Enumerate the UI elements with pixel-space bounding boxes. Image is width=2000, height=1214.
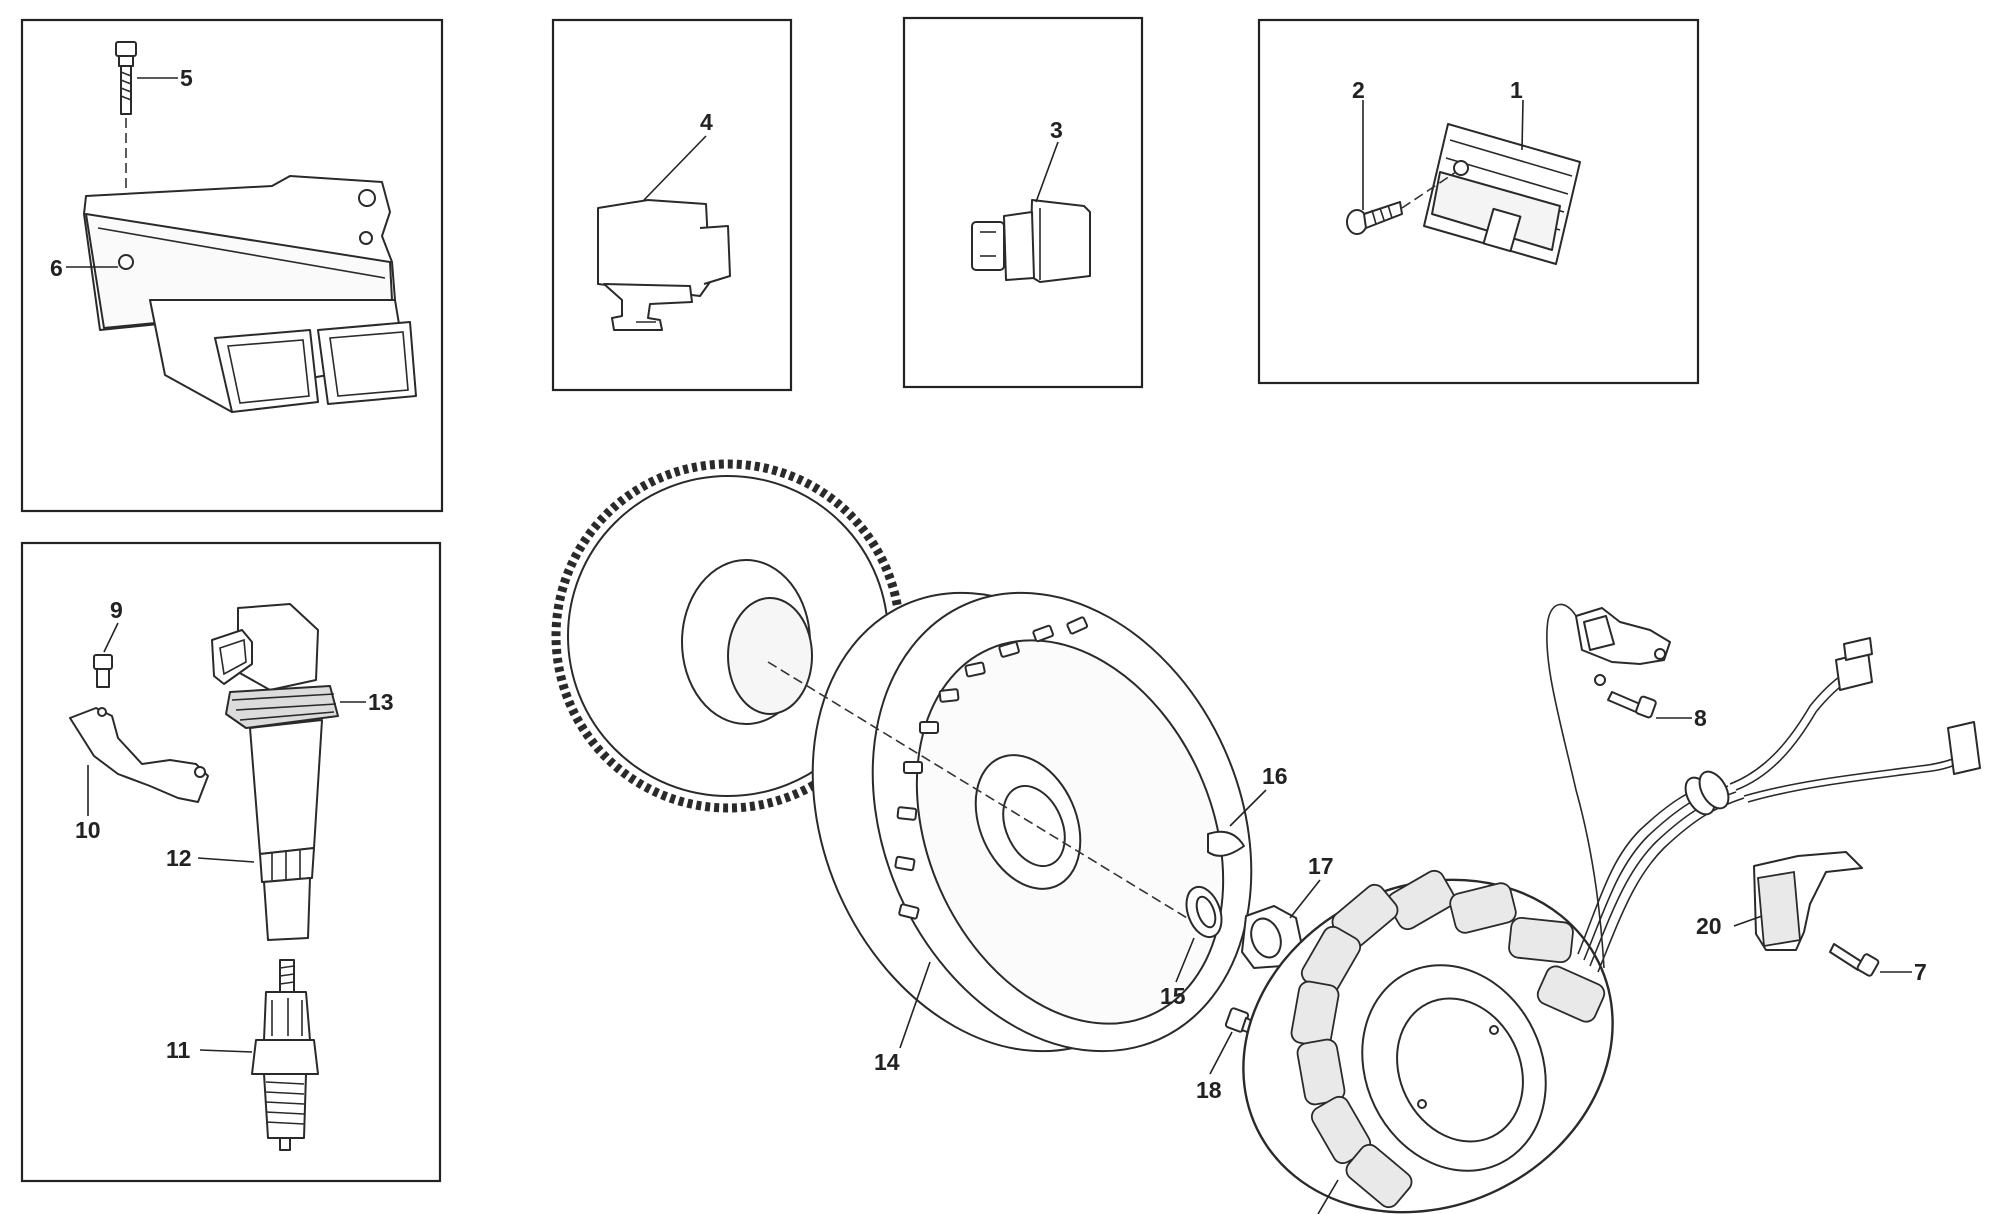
callout-15: 15	[1160, 983, 1186, 1009]
leader-9	[103, 622, 119, 653]
clamp-20	[1753, 851, 1863, 951]
spark-plug-11	[251, 959, 319, 1151]
callout-10: 10	[75, 817, 101, 843]
bolt-5	[115, 41, 137, 115]
callout-18: 18	[1196, 1077, 1222, 1103]
callout-9: 9	[110, 597, 123, 623]
callout-20: 20	[1696, 913, 1722, 939]
callout-1: 1	[1510, 77, 1523, 103]
frame-regulator	[1257, 18, 1700, 385]
stator-poles	[1290, 869, 1606, 1209]
ecu-unit	[83, 175, 417, 413]
leader-11	[199, 1049, 253, 1053]
wiring-harness	[1546, 603, 1981, 973]
frame-relay-4	[551, 18, 793, 392]
callout-6: 6	[50, 255, 63, 281]
screw-2	[1346, 201, 1403, 235]
leader-17	[1289, 879, 1321, 919]
leader-stator	[1317, 1179, 1339, 1214]
leader-18	[1209, 1031, 1233, 1075]
frame-ignition	[20, 541, 442, 1183]
nut-17	[1241, 905, 1303, 969]
callout-4: 4	[700, 109, 713, 135]
callout-5: 5	[180, 65, 193, 91]
leader-16	[1229, 789, 1267, 827]
callout-7: 7	[1914, 959, 1927, 985]
frame-relay-3	[902, 16, 1144, 389]
callout-13: 13	[368, 689, 394, 715]
bolt-7	[1829, 943, 1880, 977]
callout-12: 12	[166, 845, 192, 871]
flywheel-rotor-14	[811, 591, 1253, 1053]
relay-3	[971, 199, 1091, 283]
callout-3: 3	[1050, 117, 1063, 143]
axis-regulator	[1401, 171, 1457, 209]
ignition-coil-13	[211, 603, 339, 941]
callout-16: 16	[1262, 763, 1288, 789]
leader-14	[899, 961, 931, 1049]
bracket-10	[69, 707, 209, 803]
callout-2: 2	[1352, 77, 1365, 103]
callout-11: 11	[166, 1037, 191, 1063]
relay-4	[597, 199, 731, 331]
bolt-8	[1607, 691, 1657, 719]
leader-15	[1175, 937, 1195, 983]
axis-main	[767, 661, 1211, 933]
bolt-9	[93, 654, 113, 688]
washer-15	[1185, 885, 1223, 939]
starter-gear	[551, 459, 905, 813]
leader-4	[643, 135, 707, 201]
callout-14: 14	[874, 1049, 900, 1075]
stator	[1242, 869, 1614, 1214]
callout-8: 8	[1694, 705, 1707, 731]
callout-17: 17	[1308, 853, 1334, 879]
regulator-1	[1423, 123, 1581, 265]
rotor-slots	[894, 616, 1089, 920]
leader-20	[1733, 915, 1763, 927]
leader-12	[197, 857, 255, 863]
leader-1	[1521, 99, 1524, 151]
leader-3	[1035, 141, 1059, 203]
woodruff-key-16	[1207, 830, 1245, 857]
pickup-sensor-8	[1575, 607, 1671, 686]
frame-ecu	[20, 18, 444, 513]
